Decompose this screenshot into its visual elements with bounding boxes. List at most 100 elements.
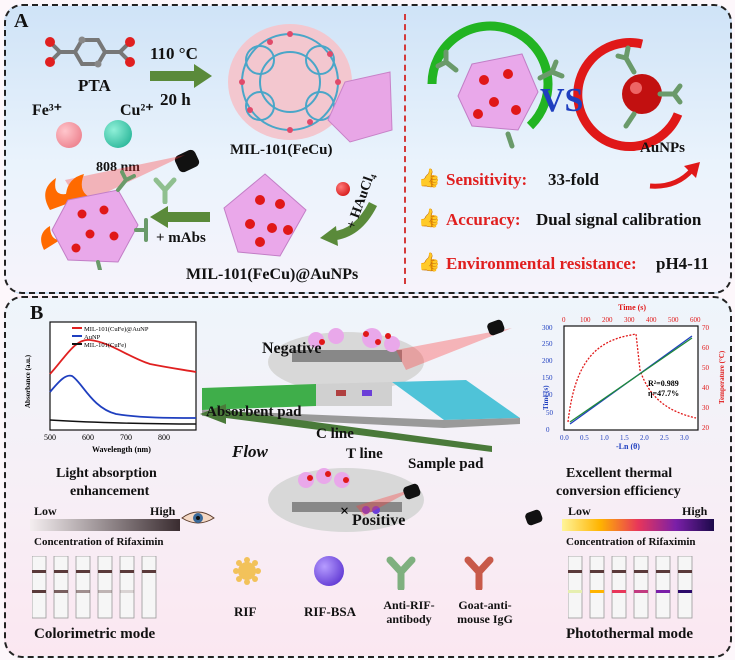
- right-tick: 20: [702, 424, 710, 432]
- improvement-arrow-icon: [649, 162, 700, 189]
- legend-anti-rif-label: Anti-RIF-antibody: [383, 598, 435, 626]
- top-axis-label: Time (s): [618, 303, 646, 312]
- time-label: 20 h: [160, 90, 191, 109]
- scale-high-label-right: High: [682, 504, 708, 518]
- legend-entry: AuNP: [84, 334, 101, 341]
- bottom-tick: 3.0: [680, 434, 689, 442]
- benefit-key: Environmental resistance:: [446, 254, 637, 273]
- thermal-caption-line2: conversion efficiency: [556, 484, 681, 499]
- temperature-curve: [567, 333, 697, 423]
- haucl4-arrow-icon: [320, 201, 378, 246]
- thumbs-up-icon: 👍: [418, 252, 441, 272]
- c-line-label: C line: [316, 426, 354, 442]
- rif-icon: [233, 557, 261, 585]
- scale-low-label-right: Low: [568, 504, 591, 518]
- x-tick-label: 800: [158, 433, 170, 442]
- mabs-arrow-icon: [150, 206, 210, 228]
- positive-label: Positive: [352, 512, 406, 529]
- laser-emitter-photothermal-icon: [525, 509, 543, 526]
- fe-ion-sphere: [56, 122, 82, 148]
- left-tick: 100: [542, 391, 553, 399]
- thumbs-up-icon: 👍: [418, 208, 441, 228]
- top-tick: 600: [690, 316, 701, 324]
- negative-label: Negative: [262, 340, 322, 357]
- y-axis-label: Absorbance (a.u.): [24, 354, 32, 408]
- concentration-label-left: Concentration of Rifaximin: [34, 536, 164, 548]
- bottom-tick: 1.0: [600, 434, 609, 442]
- series-line-aunp: [49, 374, 197, 419]
- colorimetric-scale-bar: [30, 519, 180, 531]
- r2-label: R²=0.989: [648, 379, 679, 388]
- left-tick: 200: [542, 357, 553, 365]
- top-tick: 400: [646, 316, 657, 324]
- panel-b-label: B: [30, 302, 44, 324]
- benefit-value: 33-fold: [548, 170, 599, 189]
- divider-line: [404, 14, 406, 284]
- x-tick-label: 600: [82, 433, 94, 442]
- concentration-label-right: Concentration of Rifaximin: [566, 536, 696, 548]
- absorption-chart: MIL-101(CuFe)@AuNP AuNP MIL-101(CuFe) Ab…: [24, 321, 197, 454]
- bottom-tick: 0.5: [580, 434, 589, 442]
- anti-rif-antibody-icon: [386, 556, 416, 590]
- right-tick: 60: [702, 344, 710, 352]
- right-axis-label: Temperature (°C): [718, 350, 726, 404]
- goat-anti-mouse-igg-icon: [464, 556, 494, 590]
- right-tick: 30: [702, 404, 710, 412]
- light-caption-line1: Light absorption: [56, 466, 157, 481]
- bottom-tick: 1.5: [620, 434, 629, 442]
- test-strip-graphic: ×: [200, 328, 520, 532]
- right-tick: 40: [702, 384, 710, 392]
- series-line-mof: [49, 419, 197, 425]
- eta-label: η=47.7%: [648, 389, 679, 398]
- absorbent-pad-label: Absorbent pad: [206, 404, 302, 420]
- temperature-label: 110 °C: [150, 44, 198, 63]
- synthesis-arrow-icon: [150, 64, 212, 88]
- left-tick: 150: [542, 374, 553, 382]
- data-line: [569, 337, 693, 423]
- laser-emitter-positive-icon: [403, 483, 421, 500]
- legend-rif-label: RIF: [234, 604, 257, 619]
- heated-composite-icon: [41, 170, 148, 270]
- mof-framework-icon: [228, 24, 393, 143]
- top-tick: 200: [602, 316, 613, 324]
- right-tick: 50: [702, 364, 710, 372]
- svg-text:×: ×: [340, 503, 349, 520]
- rif-bsa-icon: [314, 556, 344, 586]
- bottom-axis-label: -Ln (θ): [616, 442, 640, 450]
- antibody-icon: [153, 177, 177, 204]
- scale-high-label: High: [150, 504, 176, 518]
- mof-aunps-crystal-icon: [223, 173, 307, 257]
- photothermal-mode-label: Photothermal mode: [566, 626, 694, 642]
- laser-emitter-icon: [174, 149, 200, 173]
- legend-goat-igg-label: Goat-anti-mouse IgG: [457, 598, 513, 626]
- left-tick: 0: [546, 426, 550, 434]
- gold-precursor-sphere: [336, 182, 350, 196]
- top-tick: 300: [624, 316, 635, 324]
- bottom-tick: 2.0: [640, 434, 649, 442]
- thermal-caption-line1: Excellent thermal: [566, 466, 673, 481]
- x-tick-label: 700: [120, 433, 132, 442]
- eye-icon: [181, 511, 215, 524]
- thermal-chart: Time (s) 0 100 200 300 400 500 600 0 50 …: [542, 303, 726, 450]
- aunps-label: AuNPs: [640, 140, 686, 156]
- legend-entry: MIL-101(CuFe)@AuNP: [84, 326, 149, 333]
- left-axis-label: Time (s): [542, 385, 550, 410]
- vs-label: VS: [540, 82, 584, 119]
- photothermal-strips: [568, 556, 693, 619]
- left-tick: 50: [546, 409, 554, 417]
- laser-wavelength-label: 808 nm: [96, 160, 140, 175]
- panel-a-label: A: [14, 10, 29, 32]
- thumbs-up-icon: 👍: [418, 168, 441, 188]
- benefit-key: Accuracy:: [446, 210, 521, 229]
- flow-label: Flow: [232, 442, 268, 461]
- mabs-label: + mAbs: [156, 230, 206, 246]
- cu-ion-sphere: [104, 120, 132, 148]
- comparison-graphic: [427, 21, 683, 151]
- top-tick: 100: [580, 316, 591, 324]
- top-tick: 0: [562, 316, 566, 324]
- scale-low-label: Low: [34, 504, 57, 518]
- bottom-tick: 2.5: [660, 434, 669, 442]
- benefit-value: pH4-11: [656, 254, 709, 273]
- photothermal-scale-bar: [562, 519, 714, 531]
